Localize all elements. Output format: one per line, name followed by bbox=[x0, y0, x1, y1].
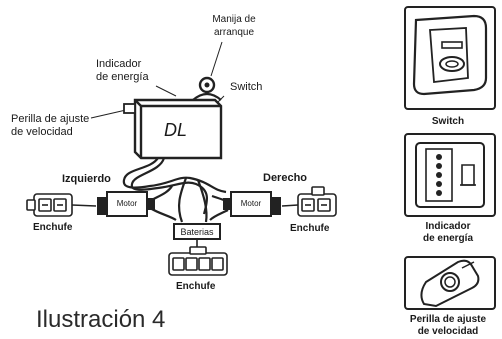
power-indicator-caption: Indicador de energía bbox=[422, 221, 474, 244]
switch-thumbnail bbox=[404, 6, 496, 110]
left-plug-label: Enchufe bbox=[33, 222, 73, 233]
leader-lines bbox=[90, 41, 225, 119]
start-handle bbox=[192, 76, 222, 101]
left-side-label: Izquierdo bbox=[62, 173, 111, 185]
controller-mark: DL bbox=[164, 120, 188, 140]
speed-knob-label: Perilla de ajuste de velocidad bbox=[11, 113, 90, 138]
power-indicator-thumbnail bbox=[404, 133, 496, 217]
power-indicator-icon bbox=[415, 142, 485, 208]
battery-label: Baterias bbox=[180, 227, 214, 237]
speed-knob-thumbnail bbox=[404, 256, 496, 310]
speed-knob-icon bbox=[420, 259, 480, 308]
power-indicator-label: Indicador de energía bbox=[96, 58, 149, 83]
bottom-plug-label: Enchufe bbox=[176, 281, 216, 292]
left-plug bbox=[26, 193, 97, 217]
left-motor bbox=[97, 191, 155, 217]
start-handle-label: Manija de arranque bbox=[212, 14, 256, 38]
speed-knob bbox=[123, 103, 136, 114]
figure-title: Ilustración 4 bbox=[36, 306, 166, 333]
right-plug bbox=[281, 186, 337, 217]
switch-label: Switch bbox=[230, 81, 263, 93]
switch-caption: Switch bbox=[431, 116, 465, 127]
speed-knob-caption: Perilla de ajuste de velocidad bbox=[409, 314, 487, 337]
left-motor-label: Motor bbox=[116, 199, 138, 208]
bottom-plug bbox=[168, 239, 228, 276]
right-side-label: Derecho bbox=[263, 172, 308, 184]
right-plug-label: Enchufe bbox=[290, 223, 330, 234]
right-motor-label: Motor bbox=[240, 199, 262, 208]
controller-box bbox=[133, 98, 223, 160]
switch-icon bbox=[412, 14, 488, 96]
right-motor bbox=[223, 191, 281, 217]
